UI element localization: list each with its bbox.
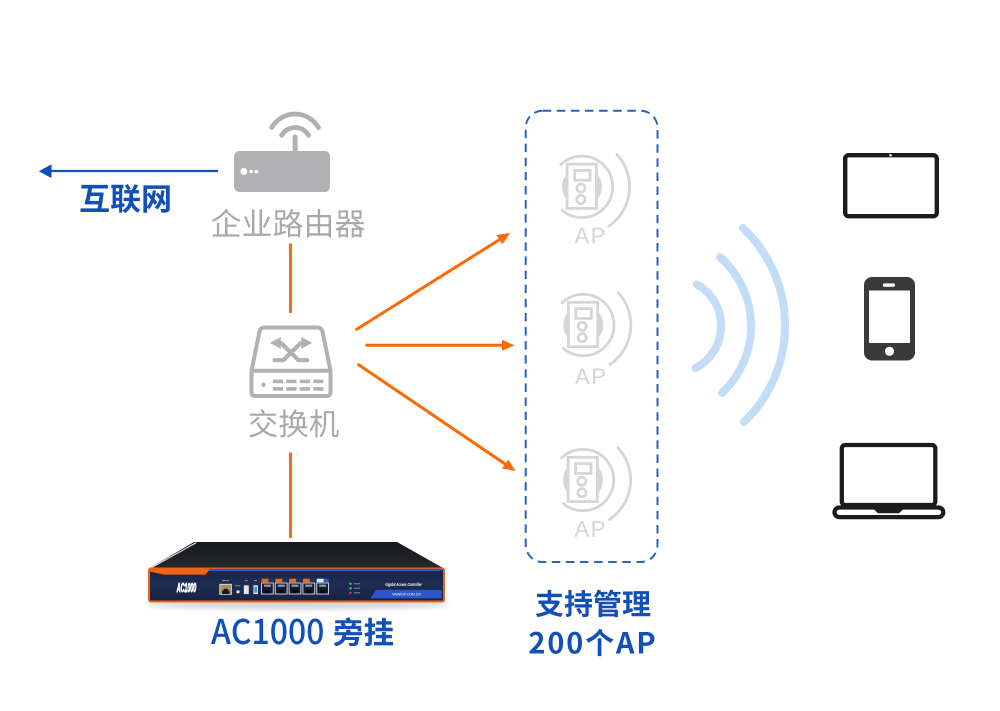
svg-text:WWW.IP-COM.CN: WWW.IP-COM.CN xyxy=(392,593,421,597)
svg-text:Gigabit Access Controller: Gigabit Access Controller xyxy=(385,581,422,587)
svg-text:AC1000: AC1000 xyxy=(176,582,196,596)
